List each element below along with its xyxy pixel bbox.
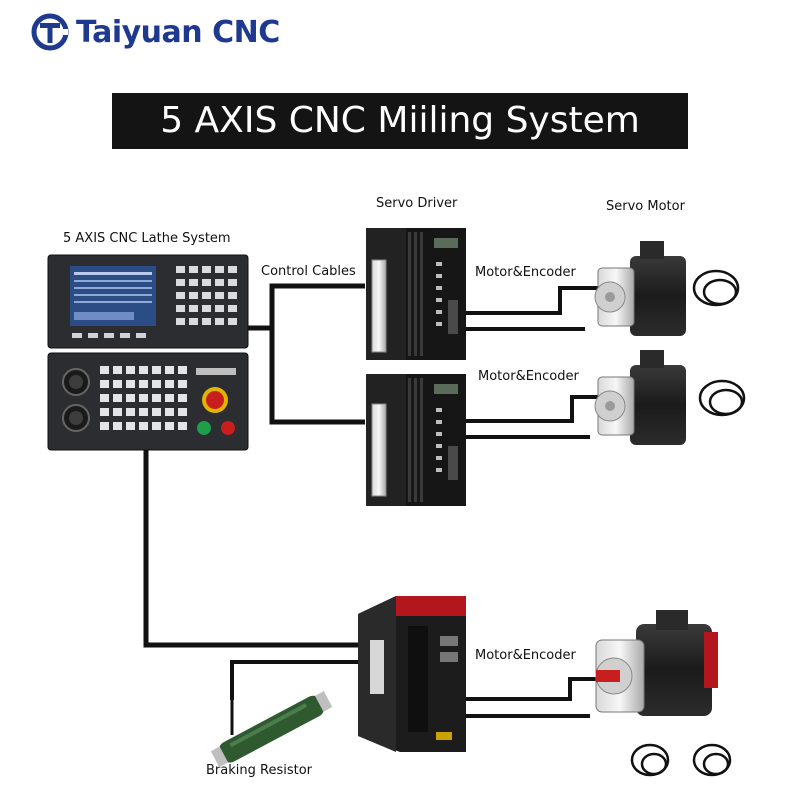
operator-buttons: [100, 366, 187, 430]
servo-motor-1: [594, 241, 686, 336]
servo-driver-label: Servo Driver: [376, 196, 458, 211]
emergency-stop-icon: [202, 387, 228, 413]
brand-logo: Taiyuan CNC: [30, 12, 280, 52]
encoder-cable-3a: [466, 677, 598, 701]
servo-motor-label: Servo Motor: [606, 199, 685, 214]
servo-driver-2: [366, 374, 466, 506]
cnc-controller: [47, 254, 249, 451]
feed-hold-icon: [221, 421, 235, 435]
override-knob-icon: [62, 368, 90, 396]
cable-coil-icon: [630, 269, 746, 777]
encoder-cable-1a: [466, 286, 598, 315]
braking-resistor-icon: [210, 691, 333, 768]
resistor-cable: [230, 660, 360, 700]
brand-name: Taiyuan CNC: [76, 14, 280, 50]
controller-label: 5 AXIS CNC Lathe System: [63, 231, 231, 246]
spindle-driver: [358, 596, 466, 752]
servo-motor-2: [594, 350, 686, 445]
motor-encoder-label-3: Motor&Encoder: [475, 648, 576, 663]
spindle-knob-icon: [62, 404, 90, 432]
spindle-cable: [143, 450, 360, 648]
controller-keypad: [176, 266, 237, 325]
control-cable-branch: [269, 328, 365, 425]
motor-encoder-label-2: Motor&Encoder: [478, 369, 579, 384]
control-cables-label: Control Cables: [261, 264, 356, 279]
control-cable-main: [248, 283, 365, 331]
page-title: 5 AXIS CNC Miiling System: [112, 93, 688, 149]
wires: [143, 283, 598, 735]
controller-softkeys: [72, 333, 146, 338]
motor-encoder-label-1: Motor&Encoder: [475, 265, 576, 280]
taiyuan-logo-icon: [31, 13, 69, 51]
braking-resistor-label: Braking Resistor: [206, 763, 312, 778]
encoder-cable-2a: [466, 395, 598, 423]
cycle-start-icon: [197, 421, 211, 435]
servo-driver-1: [366, 228, 466, 360]
spindle-motor: [595, 610, 718, 716]
